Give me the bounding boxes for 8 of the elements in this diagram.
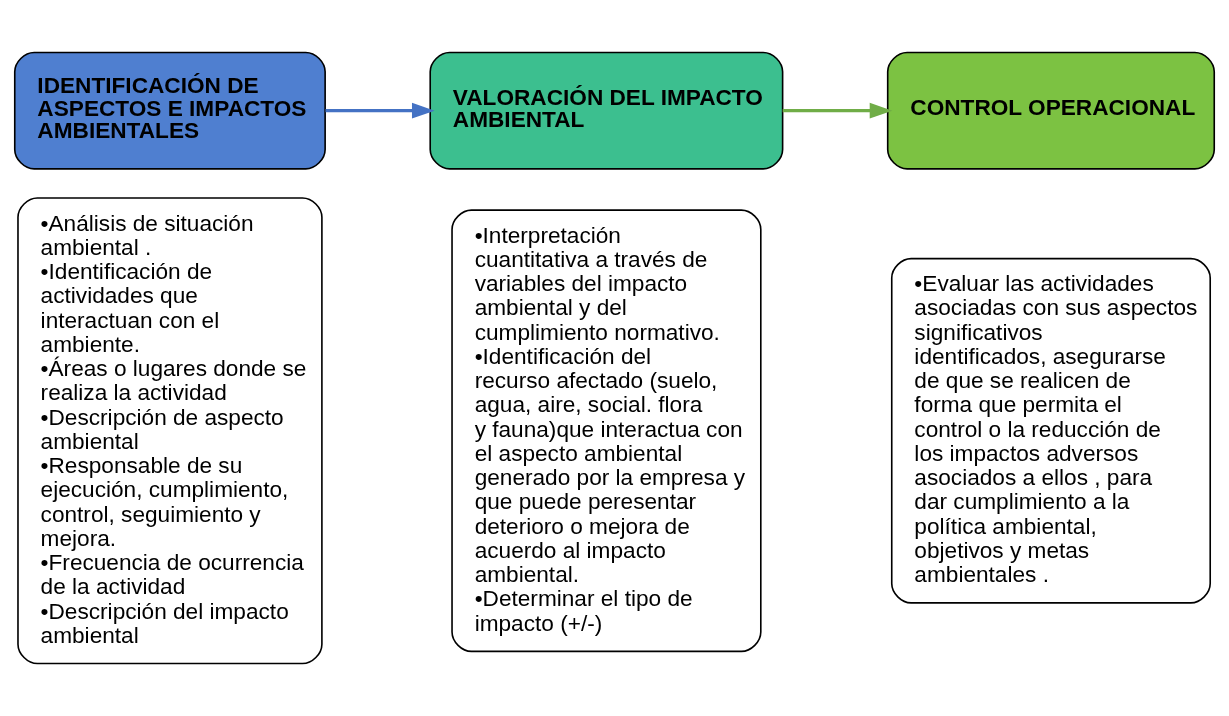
node-box: •Análisis de situación ambiental . •Identificación de actividades que interactuan con el ambiente. •Áreas o lugares donde se realiza la actividad •Descripción de aspecto ambiental •Responsable de su ejecución, cumplimiento, control, seguimiento y mejora. •Frecuencia de ocurrencia de la actividad •Descripción del impacto ambiental xyxy=(17,197,323,665)
arrow xyxy=(782,102,893,119)
node-box: CONTROL OPERACIONAL xyxy=(886,51,1216,170)
node-box: •Interpretación cuantitativa a través de variables del impacto ambiental y del cumplimiento normativo. •Identificación del recurso afectado (suelo, agua, aire, social. flora y fauna)que interactua con el aspecto ambiental generado por la empresa y que puede peresentar deterioro o mejora de acuerdo al impacto ambiental. •Determinar el tipo de impacto (+/-) xyxy=(451,209,762,653)
arrow xyxy=(325,102,435,119)
node-box: •Evaluar las actividades asociadas con sus aspectos significativos identificados, asegurarse de que se realicen de forma que permita el control o la reducción de los impactos adversos asociados a ellos , para dar cumplimiento a la política ambiental, objetivos y metas ambientales . xyxy=(890,257,1211,604)
node-box: VALORACIÓN DEL IMPACTO AMBIENTAL xyxy=(429,51,784,170)
node-box: IDENTIFICACIÓN DE ASPECTOS E IMPACTOS AMBIENTALES xyxy=(13,51,326,170)
